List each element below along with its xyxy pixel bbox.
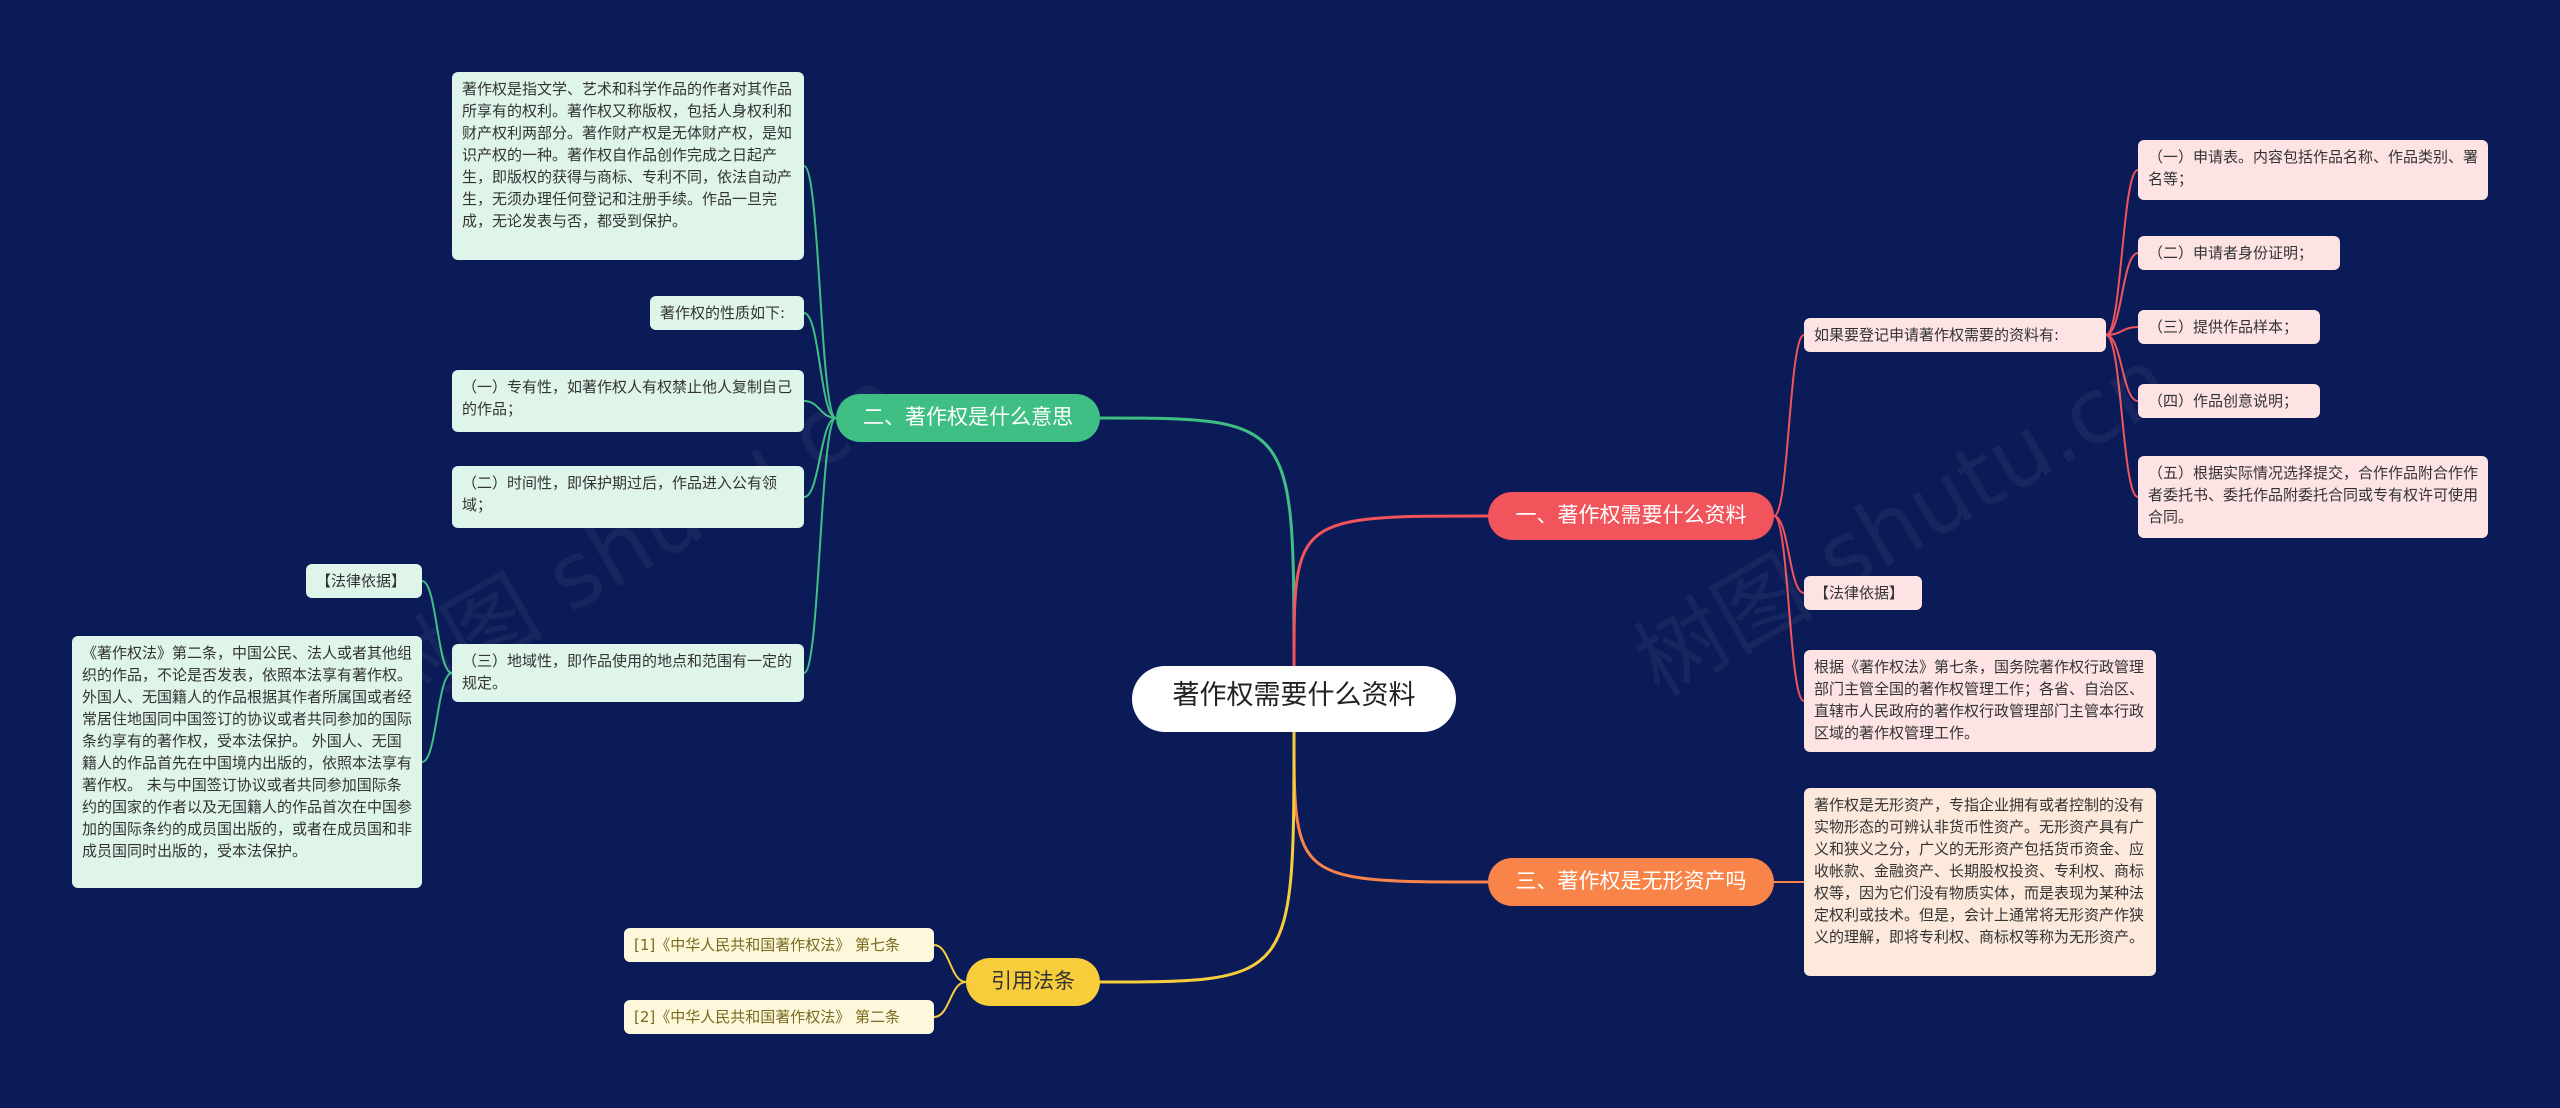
leaf-definition[interactable]: 著作权是指文学、艺术和科学作品的作者对其作品所享有的权利。著作权又称版权，包括人…: [452, 72, 804, 260]
intangible-text[interactable]: 著作权是无形资产，专指企业拥有或者控制的没有实物形态的可辨认非货币性资产。无形资…: [1804, 788, 2156, 976]
link-root-intangible: [1292, 731, 1489, 884]
material-item-5[interactable]: （五）根据实际情况选择提交，合作作品附合作作者委托书、委托作品附委托合同或专有权…: [2138, 456, 2488, 538]
branch-intangible[interactable]: 三、著作权是无形资产吗: [1488, 858, 1774, 906]
link-material-item-4: [2105, 334, 2139, 498]
legal-basis-label[interactable]: 【法律依据】: [306, 564, 422, 598]
material-item-4[interactable]: （四）作品创意说明；: [2138, 384, 2320, 418]
link-citation-2: [933, 981, 967, 1018]
branch-what-is[interactable]: 二、著作权是什么意思: [836, 394, 1100, 442]
leaf-exclusivity[interactable]: （一）专有性，如著作权人有权禁止他人复制自己的作品；: [452, 370, 804, 432]
branch-materials[interactable]: 一、著作权需要什么资料: [1488, 492, 1774, 540]
link-root-citations: [1099, 731, 1296, 984]
link-root-whatis: [1099, 416, 1296, 667]
link-whatis-leaf-3: [803, 417, 837, 498]
link-materials-leaf-1: [1773, 515, 1805, 594]
link-material-item-2: [2105, 326, 2139, 336]
material-item-1[interactable]: （一）申请表。内容包括作品名称、作品类别、署名等；: [2138, 140, 2488, 200]
branch-citations[interactable]: 引用法条: [966, 958, 1100, 1006]
link-whatis-leaf-4: [803, 417, 837, 674]
link-root-materials: [1292, 514, 1489, 667]
leaf-territoriality[interactable]: （三）地域性，即作品使用的地点和范围有一定的规定。: [452, 644, 804, 702]
link-material-item-3: [2105, 334, 2139, 402]
link-legal-label: [421, 580, 453, 674]
link-materials-leaf-0: [1773, 334, 1805, 517]
link-whatis-leaf-0: [803, 165, 837, 419]
leaf-timeliness[interactable]: （二）时间性，即保护期过后，作品进入公有领域；: [452, 466, 804, 528]
material-item-2[interactable]: （二）申请者身份证明；: [2138, 236, 2340, 270]
link-material-item-1: [2105, 252, 2139, 336]
legal-basis-text[interactable]: 《著作权法》第二条，中国公民、法人或者其他组织的作品，不论是否发表，依照本法享有…: [72, 636, 422, 888]
materials-legal-text[interactable]: 根据《著作权法》第七条，国务院著作权行政管理部门主管全国的著作权管理工作；各省、…: [1804, 650, 2156, 752]
root-node[interactable]: 著作权需要什么资料: [1132, 666, 1456, 732]
citation-1[interactable]: [1]《中华人民共和国著作权法》 第七条: [624, 928, 934, 962]
materials-intro[interactable]: 如果要登记申请著作权需要的资料有:: [1804, 318, 2106, 352]
link-whatis-leaf-2: [803, 400, 837, 419]
leaf-nature-intro[interactable]: 著作权的性质如下:: [650, 296, 804, 330]
material-item-3[interactable]: （三）提供作品样本；: [2138, 310, 2320, 344]
link-material-item-0: [2105, 169, 2139, 336]
link-legal-text: [421, 672, 453, 763]
citation-2[interactable]: [2]《中华人民共和国著作权法》 第二条: [624, 1000, 934, 1034]
materials-legal-label[interactable]: 【法律依据】: [1804, 576, 1922, 610]
link-citation-1: [933, 944, 967, 983]
link-whatis-leaf-1: [803, 312, 837, 419]
link-materials-leaf-2: [1773, 515, 1805, 702]
